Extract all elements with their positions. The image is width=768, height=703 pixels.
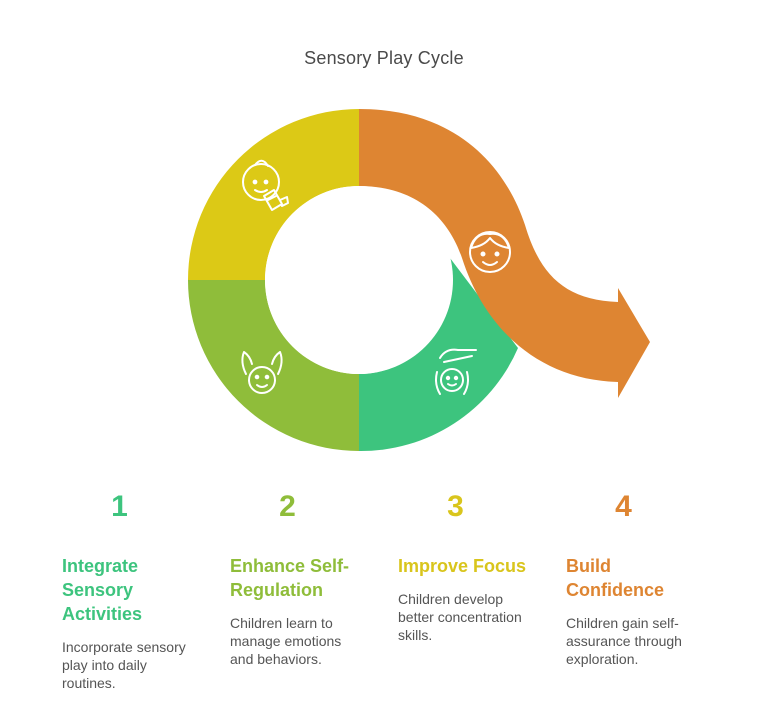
step-description: Incorporate sensory play into daily rout… (62, 639, 186, 691)
child-with-raised-hands-icon (241, 351, 283, 394)
step-number: 1 (111, 490, 128, 523)
step-description: Children develop better concentration sk… (398, 591, 522, 643)
step-4: 4 Build Confidence Children gain self- a… (566, 490, 731, 668)
step-heading: Integrate Sensory Activities (62, 556, 143, 624)
step-heading: Build Confidence (566, 556, 665, 600)
step-2: 2 Enhance Self- Regulation Children lear… (230, 490, 395, 668)
segment-green (359, 258, 518, 452)
step-description: Children learn to manage emotions and be… (230, 615, 342, 667)
step-description: Children gain self- assurance through ex… (566, 615, 682, 667)
diagram-title: Sensory Play Cycle (304, 48, 464, 68)
child-under-protective-hand-icon (435, 348, 477, 395)
step-number: 3 (447, 490, 464, 523)
smiling-child-face-icon (469, 231, 511, 273)
segment-lime (188, 280, 359, 451)
step-heading: Improve Focus (398, 556, 527, 576)
step-3: 3 Improve Focus Children develop better … (398, 490, 563, 644)
cycle-diagram (188, 109, 650, 452)
baby-with-bottle-icon (242, 159, 289, 211)
segment-orange-arrow (359, 109, 650, 398)
step-number: 2 (279, 490, 296, 523)
center-hole (265, 186, 453, 374)
step-1: 1 Integrate Sensory Activities Incorpora… (62, 490, 227, 692)
step-number: 4 (615, 490, 632, 523)
step-heading: Enhance Self- Regulation (230, 556, 350, 600)
